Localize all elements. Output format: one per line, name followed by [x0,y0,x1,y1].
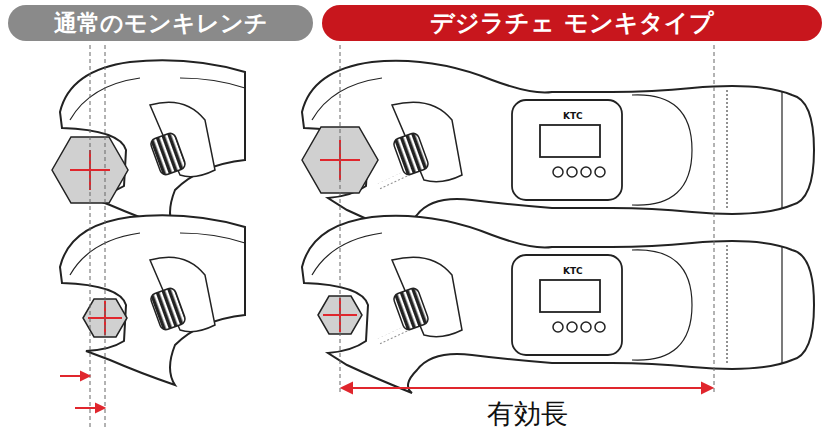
brand-logo: KTC [563,266,583,276]
header-text: デジラチェ モンキタイプ [430,7,713,39]
header-text: 通常のモンキレンチ [54,8,268,39]
header-pill: デジラチェ モンキタイプ [322,5,822,41]
brand-logo: KTC [563,111,583,121]
dimension-label: 有効長 [483,396,572,432]
header-pill: 通常のモンキレンチ [8,5,313,41]
